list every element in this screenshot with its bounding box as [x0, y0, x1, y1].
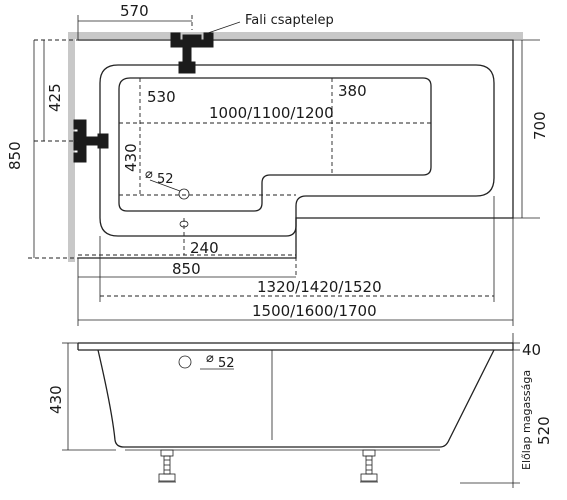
dim-570-label: 570 — [120, 2, 149, 20]
dim-40-label: 40 — [522, 341, 541, 359]
tub-rim — [99, 64, 495, 237]
faucet-label: Fali csaptelep — [245, 13, 334, 28]
tub-basin — [118, 77, 432, 212]
overflow-side-icon — [178, 355, 192, 369]
dim-430-top-label: 430 — [122, 143, 140, 172]
dim-850-horizontal-label: 850 — [172, 260, 201, 278]
dim-700-label: 700 — [531, 111, 549, 140]
side-view: ⌀ 52 430 40 E — [47, 333, 553, 488]
overflow-diameter-symbol: ⌀ — [206, 351, 214, 366]
wall-back — [68, 32, 523, 39]
side-faucet-icon — [73, 119, 109, 163]
tub-body-side — [97, 349, 495, 448]
dim-530-label: 530 — [147, 88, 176, 106]
dim-850-vertical-label: 850 — [6, 141, 24, 170]
dim-basin-length-label: 1000/1100/1200 — [209, 104, 334, 122]
front-panel-height-label: Előlap magassága — [520, 370, 533, 470]
dim-overall-length-label: 1500/1600/1700 — [252, 302, 377, 320]
wall-side — [68, 32, 75, 262]
overflow-diameter-label: 52 — [218, 356, 235, 371]
tub-outline-top — [78, 39, 514, 259]
dim-380-label: 380 — [338, 82, 367, 100]
drain-diameter-label: 52 — [157, 172, 174, 187]
dim-425-label: 425 — [46, 83, 64, 112]
dim-inner-length-label: 1320/1420/1520 — [257, 278, 382, 296]
dim-520-label: 520 — [535, 416, 553, 445]
leg-right-icon — [360, 449, 378, 483]
wall-faucet-icon — [170, 32, 214, 74]
dim-240-label: 240 — [190, 239, 219, 257]
drain-diameter-symbol: ⌀ — [145, 167, 153, 182]
leg-left-icon — [158, 449, 176, 483]
drain-icon — [178, 188, 190, 200]
top-view: Fali csaptelep 570 425 850 700 530 380 1… — [6, 2, 549, 326]
dim-430-side-label: 430 — [47, 385, 65, 414]
